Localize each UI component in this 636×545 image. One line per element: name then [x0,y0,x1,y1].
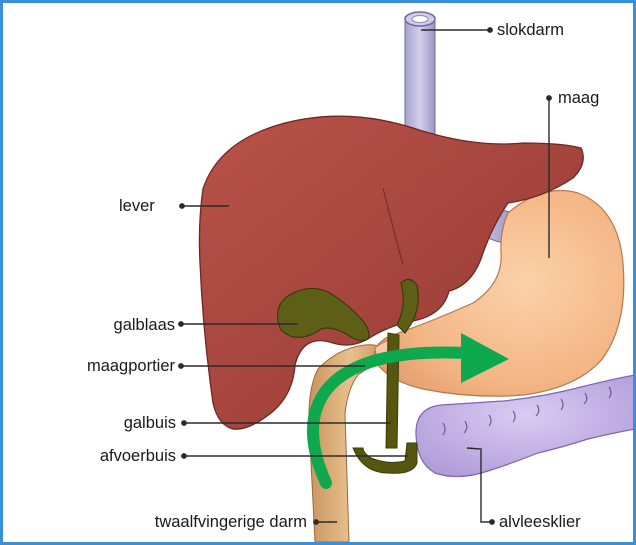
label-duodenum: twaalfvingerige darm [155,513,307,531]
label-outlet-duct: afvoerbuis [100,447,176,465]
label-bile-duct: galbuis [124,414,176,432]
label-esophagus: slokdarm [497,21,564,39]
label-pancreas: alvleesklier [499,513,581,531]
label-liver: lever [119,197,155,215]
label-pylorus: maagportier [87,357,176,375]
digestive-organs-diagram: slokdarm maag lever galblaas maagportier… [3,3,633,542]
label-gallbladder: galblaas [114,316,175,334]
label-stomach: maag [558,89,599,107]
